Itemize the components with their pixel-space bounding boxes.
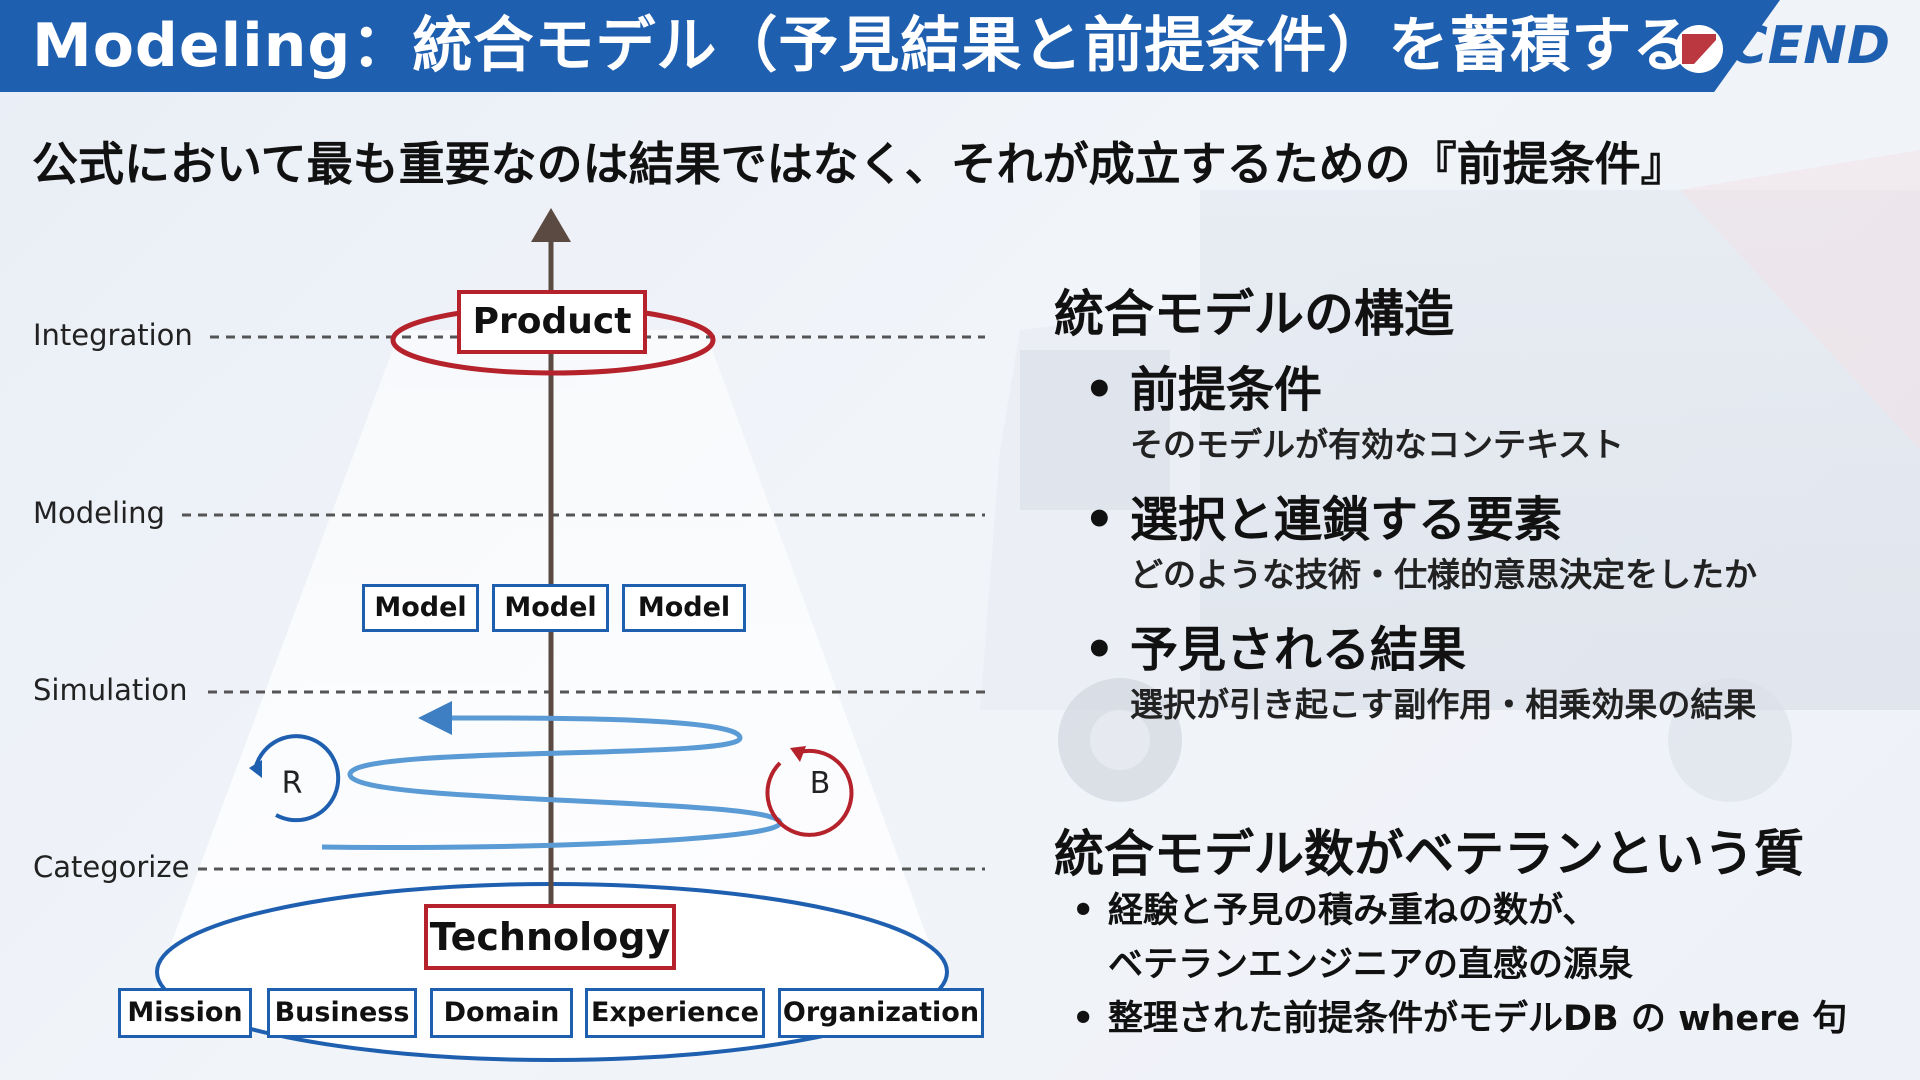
bullet-item-1: • 前提条件 [1084, 350, 1322, 420]
growth-arrow-head [531, 208, 571, 242]
point-item-2: • 整理された前提条件がモデルDB の where 句 [1072, 990, 1847, 1041]
foundation-box-business: Business [267, 988, 417, 1038]
level-label-categorize: Categorize [33, 850, 190, 884]
foundation-box-experience: Experience [585, 988, 765, 1038]
bullet-dot-icon: • [1072, 999, 1095, 1039]
bullet-dot-icon: • [1072, 891, 1095, 931]
spiral-arrow-head [418, 701, 452, 735]
bullet-dot-icon: • [1084, 622, 1115, 678]
point-line: 経験と予見の積み重ねの数が、 [1108, 891, 1598, 931]
company-logo: CEND [1729, 16, 1890, 76]
bullet-dot-icon: • [1084, 362, 1115, 418]
model-box: Model [622, 584, 746, 632]
loop-b-label: B [809, 766, 831, 801]
section-title-structure: 統合モデルの構造 [1054, 285, 1454, 343]
bullet-desc-1: そのモデルが有効なコンテキスト [1130, 425, 1625, 464]
point-line: 整理された前提条件がモデルDB の where 句 [1108, 999, 1848, 1039]
level-label-integration: Integration [33, 318, 193, 352]
product-box: Product [457, 290, 647, 354]
technology-box: Technology [424, 904, 676, 970]
slide-title: Modeling：統合モデル（予見結果と前提条件）を蓄積する [32, 11, 1694, 81]
model-box: Model [362, 584, 479, 632]
bullet-dot-icon: • [1084, 492, 1115, 548]
bullet-desc-2: どのような技術・仕様的意思決定をしたか [1130, 555, 1757, 594]
foundation-box-mission: Mission [118, 988, 252, 1038]
bullet-title: 選択と連鎖する要素 [1130, 492, 1563, 548]
logo-mark-icon [1675, 25, 1723, 73]
loop-b-icon [765, 748, 854, 837]
loop-r-icon [253, 734, 341, 823]
foundation-box-organization: Organization [778, 988, 984, 1038]
section-title-veteran: 統合モデル数がベテランという質 [1054, 825, 1804, 883]
feedback-spiral [321, 715, 783, 851]
bullet-desc-3: 選択が引き起こす副作用・相乗効果の結果 [1130, 685, 1757, 724]
bullet-title: 前提条件 [1130, 362, 1323, 418]
bullet-item-2: • 選択と連鎖する要素 [1084, 480, 1562, 550]
bullet-item-3: • 予見される結果 [1084, 610, 1466, 680]
header: Modeling：統合モデル（予見結果と前提条件）を蓄積する CEND [0, 0, 1920, 92]
level-label-modeling: Modeling [33, 496, 165, 530]
bullet-title: 予見される結果 [1130, 622, 1467, 678]
key-message: 公式において最も重要なのは結果ではなく、それが成立するための『前提条件』 [32, 137, 1687, 191]
point-item-1: • 経験と予見の積み重ねの数が、 [1072, 882, 1597, 933]
loop-r-label: R [281, 766, 303, 801]
header-bar [0, 0, 1780, 92]
foundation-box-domain: Domain [430, 988, 573, 1038]
level-label-simulation: Simulation [33, 673, 188, 707]
point-item-1-cont: ベテランエンジニアの直感の源泉 [1108, 945, 1634, 985]
model-box: Model [492, 584, 609, 632]
